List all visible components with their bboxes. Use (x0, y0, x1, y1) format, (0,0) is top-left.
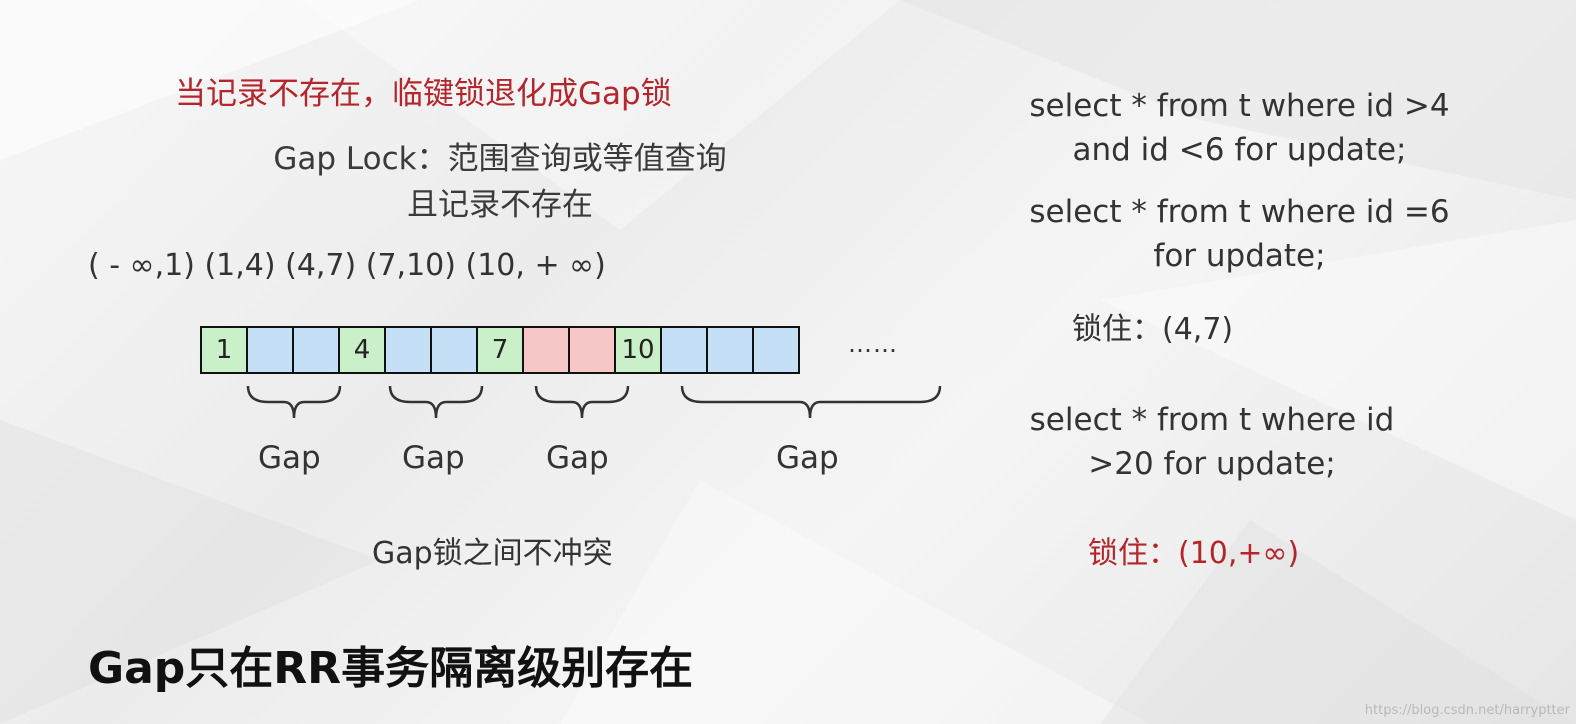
index-cell-gap (292, 326, 340, 374)
gap-lock-line2: 且记录不存在 (407, 187, 593, 223)
query-2: select * from t where id =6 for update; (1012, 190, 1467, 278)
gap-lock-definition: Gap Lock：范围查询或等值查询 且记录不存在 (250, 136, 750, 228)
footer-statement: Gap只在RR事务隔离级别存在 (88, 643, 694, 694)
gap-label-1: Gap (258, 440, 321, 476)
lock-result-1: 锁住：(4,7) (1072, 312, 1234, 347)
index-cell-gap (430, 326, 478, 374)
title-red: 当记录不存在，临键锁退化成Gap锁 (175, 76, 672, 112)
index-cell-record: 4 (338, 326, 386, 374)
query-3-line2: >20 for update; (1088, 446, 1336, 482)
index-cell-gap (660, 326, 708, 374)
index-cell-locked (522, 326, 570, 374)
index-cell-gap (246, 326, 294, 374)
ellipsis: …… (848, 330, 898, 358)
watermark: https://blog.csdn.net/harryptter (1364, 703, 1570, 718)
gap-label-4: Gap (776, 440, 839, 476)
index-cell-gap (384, 326, 432, 374)
query-3: select * from t where id >20 for update; (1012, 398, 1412, 486)
gap-label-2: Gap (402, 440, 465, 476)
lock-result-2: 锁住：(10,+∞) (1088, 536, 1300, 571)
index-cell-gap (706, 326, 754, 374)
gap-label-3: Gap (546, 440, 609, 476)
gap-lock-line1: Gap Lock：范围查询或等值查询 (273, 141, 727, 177)
index-cell-gap (752, 326, 800, 374)
query-2-line1: select * from t where id =6 (1029, 194, 1450, 230)
query-1: select * from t where id >4 and id <6 fo… (1012, 84, 1467, 172)
query-1-line1: select * from t where id >4 (1029, 88, 1450, 124)
query-1-line2: and id <6 for update; (1072, 132, 1407, 168)
query-3-line1: select * from t where id (1029, 402, 1395, 438)
no-conflict-note: Gap锁之间不冲突 (372, 536, 613, 571)
query-2-line2: for update; (1153, 238, 1326, 274)
interval-list: ( - ∞,1) (1,4) (4,7) (7,10) (10, + ∞) (88, 248, 606, 283)
index-cell-record: 7 (476, 326, 524, 374)
index-cell-record: 1 (200, 326, 248, 374)
index-cell-locked (568, 326, 616, 374)
index-record-row: 1 4 7 10 (200, 326, 800, 374)
index-cell-record: 10 (614, 326, 662, 374)
